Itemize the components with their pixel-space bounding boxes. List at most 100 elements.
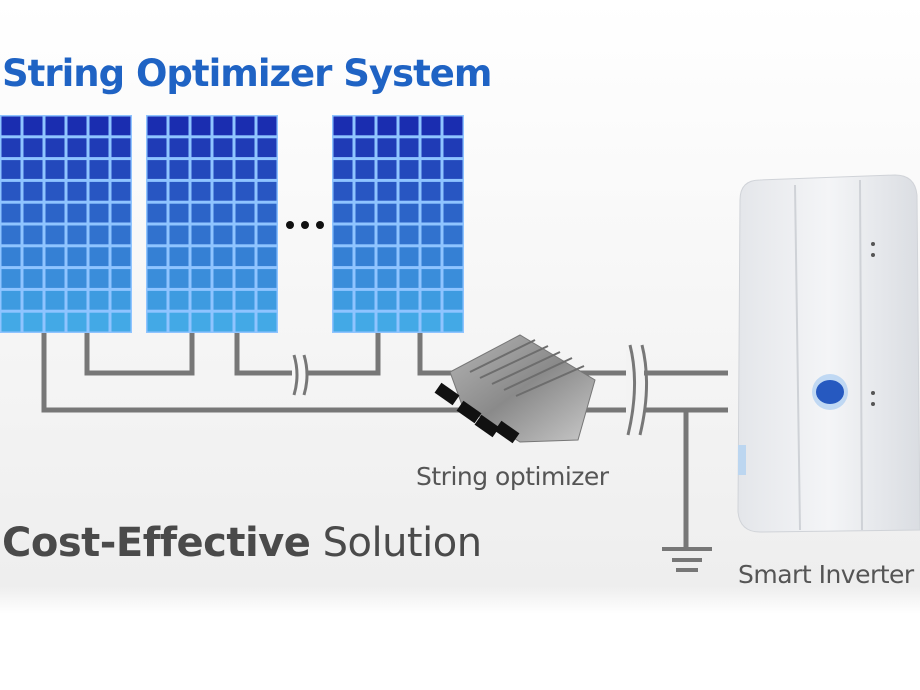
wiring — [41, 333, 728, 548]
solar-cell — [147, 247, 167, 267]
solar-cell — [257, 203, 277, 223]
tagline: Cost-Effective Solution — [2, 520, 482, 566]
solar-cell — [333, 312, 353, 332]
solar-cell — [111, 312, 131, 332]
solar-cell — [23, 138, 43, 158]
solar-cell — [45, 312, 65, 332]
solar-cell — [213, 269, 233, 288]
solar-cell — [443, 138, 463, 158]
solar-cell — [213, 290, 233, 310]
solar-cell — [399, 247, 419, 267]
solar-cell — [45, 203, 65, 223]
solar-cell — [377, 138, 397, 158]
solar-cell — [111, 138, 131, 158]
solar-cell — [257, 116, 277, 136]
solar-cell — [377, 225, 397, 245]
solar-cell — [443, 203, 463, 223]
solar-cell — [443, 290, 463, 310]
solar-cell — [111, 269, 131, 288]
solar-cell — [191, 181, 211, 201]
solar-cell — [355, 269, 375, 288]
solar-cell — [191, 247, 211, 267]
solar-cell — [377, 269, 397, 288]
solar-cell — [23, 160, 43, 179]
solar-cell — [257, 160, 277, 179]
solar-cell — [147, 290, 167, 310]
solar-cell — [169, 269, 189, 288]
solar-cell — [169, 247, 189, 267]
solar-cell — [169, 181, 189, 201]
solar-cell — [191, 312, 211, 332]
solar-cell — [213, 312, 233, 332]
solar-cell — [235, 181, 255, 201]
solar-cell — [147, 203, 167, 223]
panel-frame — [0, 115, 132, 333]
solar-cell — [257, 312, 277, 332]
solar-cell — [421, 203, 441, 223]
solar-cell — [377, 203, 397, 223]
solar-cell — [1, 138, 21, 158]
solar-cell — [147, 181, 167, 201]
solar-cell — [89, 225, 109, 245]
solar-cell — [257, 247, 277, 267]
solar-cell — [191, 160, 211, 179]
solar-cell — [89, 312, 109, 332]
solar-cell — [1, 225, 21, 245]
solar-panel-3 — [332, 115, 464, 333]
solar-cell — [1, 160, 21, 179]
solar-cell — [67, 312, 87, 332]
solar-cell — [191, 116, 211, 136]
solar-cell — [443, 269, 463, 288]
solar-cell — [355, 247, 375, 267]
solar-cell — [1, 116, 21, 136]
solar-cell — [421, 290, 441, 310]
solar-cell — [377, 247, 397, 267]
solar-cell — [45, 290, 65, 310]
solar-cell — [213, 203, 233, 223]
ellipsis-dots — [286, 221, 324, 229]
solar-cell — [67, 290, 87, 310]
solar-cell — [355, 225, 375, 245]
solar-cell — [377, 160, 397, 179]
solar-cell — [235, 138, 255, 158]
solar-panel-2 — [146, 115, 278, 333]
wire-break-mark-2 — [626, 344, 648, 436]
solar-cell — [169, 160, 189, 179]
solar-cell — [443, 116, 463, 136]
solar-cell — [169, 203, 189, 223]
solar-cell — [443, 225, 463, 245]
solar-cell — [111, 290, 131, 310]
solar-cell — [147, 269, 167, 288]
solar-cell — [355, 290, 375, 310]
solar-cell — [169, 116, 189, 136]
solar-cell — [169, 138, 189, 158]
solar-cell — [147, 116, 167, 136]
solar-cell — [1, 269, 21, 288]
solar-cell — [235, 290, 255, 310]
solar-cell — [111, 160, 131, 179]
solar-cell — [111, 116, 131, 136]
solar-cell — [89, 247, 109, 267]
solar-cell — [213, 247, 233, 267]
solar-cell — [23, 116, 43, 136]
solar-cell — [1, 203, 21, 223]
solar-cell — [111, 181, 131, 201]
solar-cell — [191, 138, 211, 158]
solar-cell — [421, 312, 441, 332]
solar-cell — [333, 269, 353, 288]
solar-cell — [443, 312, 463, 332]
solar-cell — [147, 138, 167, 158]
solar-cell — [1, 181, 21, 201]
solar-cell — [399, 138, 419, 158]
solar-cell — [23, 290, 43, 310]
solar-cell — [89, 160, 109, 179]
solar-cell — [213, 138, 233, 158]
solar-cell — [45, 269, 65, 288]
solar-cell — [191, 203, 211, 223]
solar-cell — [235, 203, 255, 223]
solar-cell — [399, 269, 419, 288]
solar-cell — [257, 269, 277, 288]
solar-cell — [399, 203, 419, 223]
solar-cell — [421, 225, 441, 245]
string-optimizer-device — [434, 334, 596, 444]
